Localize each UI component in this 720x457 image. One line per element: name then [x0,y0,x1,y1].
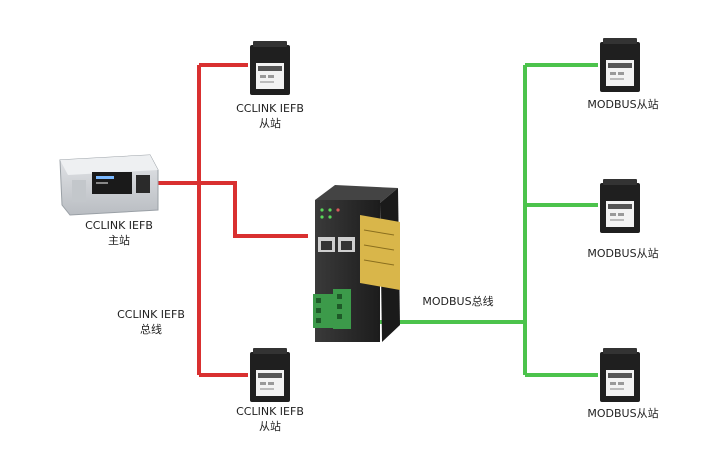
cclink-slave-top-line2: 从站 [259,117,281,130]
slave-device-icon-modbus-2 [600,179,640,233]
modbus-slave-3-text: MODBUS从站 [587,407,659,420]
modbus-slave-1-text: MODBUS从站 [587,98,659,111]
cclink-bus-line1: CCLINK IEFB [117,308,185,321]
modbus-bus-lines [372,63,598,377]
modbus-slave-2-label: MODBUS从站 [578,246,668,261]
slave-device-icon-cclink-bottom [250,348,290,402]
cclink-slave-top-label: CCLINK IEFB 从站 [225,101,315,131]
modbus-bus-label: MODBUS总线 [410,294,506,309]
cclink-bus-label: CCLINK IEFB 总线 [106,307,196,337]
plc-master-icon [59,154,159,216]
modbus-slave-3-label: MODBUS从站 [578,406,668,421]
modbus-slave-1-label: MODBUS从站 [578,97,668,112]
modbus-bus-text: MODBUS总线 [422,295,494,308]
cclink-slave-bottom-label: CCLINK IEFB 从站 [225,404,315,434]
master-label-line2: 主站 [108,234,130,247]
cclink-link-gateway [199,181,308,238]
slave-device-icon-modbus-1 [600,38,640,92]
cclink-slave-bottom-line2: 从站 [259,420,281,433]
gateway-icon [313,185,400,342]
cclink-bus-line2: 总线 [140,323,162,336]
cclink-bus-lines [155,63,308,377]
slave-device-icon-cclink-top [250,41,290,95]
slave-device-icon-modbus-3 [600,348,640,402]
master-label: CCLINK IEFB 主站 [74,218,164,248]
cclink-slave-bottom-line1: CCLINK IEFB [236,405,304,418]
master-label-line1: CCLINK IEFB [85,219,153,232]
cclink-slave-top-line1: CCLINK IEFB [236,102,304,115]
modbus-slave-2-text: MODBUS从站 [587,247,659,260]
